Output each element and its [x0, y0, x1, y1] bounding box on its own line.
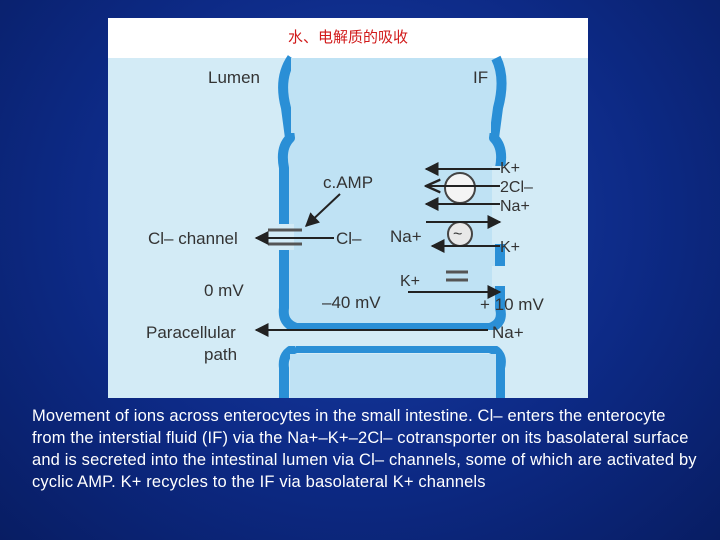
- paracellular-space: [284, 330, 504, 346]
- k-channel-gap: [492, 266, 508, 286]
- if-label: IF: [473, 68, 488, 87]
- lumen-label: Lumen: [208, 68, 260, 87]
- na-para-label: Na+: [492, 323, 524, 342]
- cotransporter-symbol: [444, 172, 476, 204]
- two-cl-label: 2Cl–: [500, 179, 533, 196]
- na-top-label: Na+: [500, 198, 530, 215]
- k-plus-label-2: K+: [500, 239, 520, 256]
- cl-ion-label: Cl–: [336, 229, 362, 248]
- lower-cell-membrane: [278, 343, 506, 398]
- k-plus-label-3: K+: [400, 273, 420, 290]
- path-label: path: [204, 345, 237, 364]
- zero-mv-label: 0 mV: [204, 281, 244, 300]
- figure-title: 水、电解质的吸收: [287, 28, 408, 46]
- ion-transport-diagram: ~ Lumen IF c.AMP Cl– channel Cl– Na+ K+ …: [108, 55, 588, 398]
- camp-activation-arrow: [304, 193, 341, 227]
- k-plus-label-1: K+: [500, 160, 520, 177]
- upper-cell: [291, 58, 491, 133]
- pump-tilde: ~: [453, 226, 462, 243]
- lower-cell: [290, 354, 496, 398]
- na-mid-label: Na+: [390, 227, 422, 246]
- plus-10-label: + 10 mV: [480, 295, 544, 314]
- cl-channel-label: Cl– channel: [148, 229, 238, 248]
- paracellular-label: Paracellular: [146, 323, 236, 342]
- minus-40-label: –40 mV: [322, 293, 381, 312]
- figure-caption: Movement of ions across enterocytes in t…: [32, 407, 697, 491]
- camp-label: c.AMP: [323, 173, 373, 192]
- diagram-figure: 水、电解质的吸收 ~: [108, 18, 588, 398]
